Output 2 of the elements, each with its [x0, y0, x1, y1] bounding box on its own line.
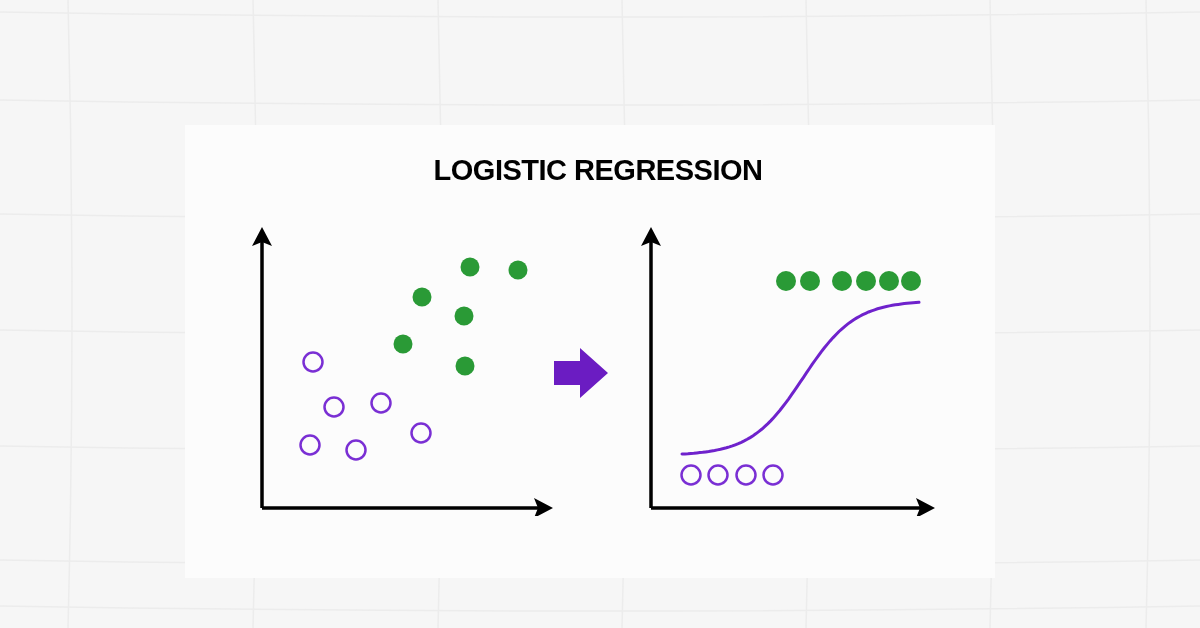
- arrow: [554, 348, 608, 398]
- title: LOGISTIC REGRESSION: [433, 153, 763, 188]
